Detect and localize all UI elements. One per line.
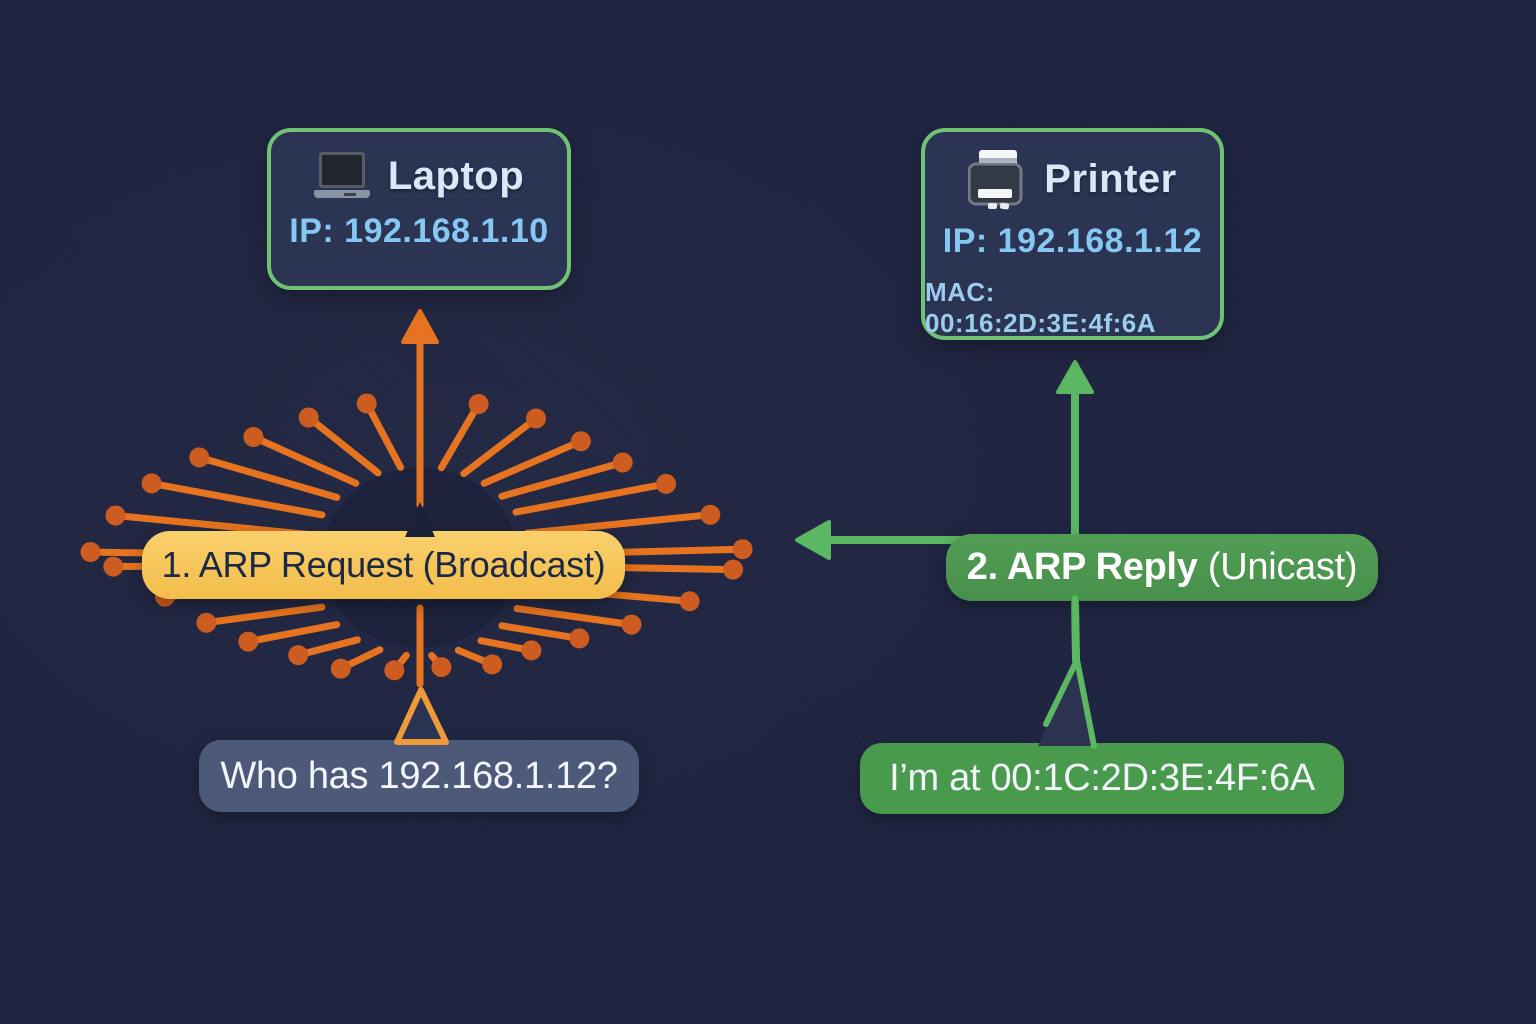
printer-node-box: Printer IP: 192.168.1.12 MAC: 00:16:2D:3… [921,128,1224,340]
arp-reply-message-bubble: I’m at 00:1C:2D:3E:4F:6A [860,743,1344,814]
broadcast-ray-dot [569,628,590,649]
broadcast-ray [498,459,627,500]
broadcast-ray-dot [482,654,503,675]
broadcast-ray-dot [723,559,744,580]
broadcast-ray [202,603,326,627]
reply-up-arrowhead [1056,360,1094,394]
broadcast-ray-dot [570,431,591,452]
broadcast-ray [305,414,382,477]
broadcast-ray [513,605,635,629]
arp-reply-message: I’m at 00:1C:2D:3E:4F:6A [889,757,1315,799]
printer-icon-foot-right [1000,202,1010,210]
broadcast-ray-dot [526,408,546,429]
broadcast-ray [294,636,361,659]
broadcast-ray-dot [431,657,452,678]
reply-bubble-caret-outline [1043,595,1097,749]
broadcast-ray-dot [679,591,700,612]
printer-icon [968,150,1023,210]
broadcast-ray-dot [384,660,405,681]
broadcast-ray [498,622,583,642]
arp-request-message-bubble: Who has 192.168.1.12? [199,740,639,812]
laptop-icon-touchpad [343,193,356,196]
broadcast-ray [363,400,405,471]
printer-icon-tray [978,189,1013,198]
broadcast-ray-dot [356,393,377,414]
broadcast-ray-dot [80,542,101,562]
broadcast-ray [249,433,360,487]
broadcast-ray-dot [238,631,259,652]
broadcast-ray [460,415,540,478]
broadcast-up-arrowhead [401,309,439,344]
laptop-icon-base [313,190,370,198]
broadcast-ray-dot [141,473,162,494]
broadcast-ray-dot [298,407,319,428]
arp-request-label-text: 1. ARP Request (Broadcast) [161,544,606,585]
reply-left-arrowhead [795,520,831,560]
broadcast-ray-dot [732,539,753,560]
request-pill-top-notch [405,502,435,537]
request-bubble-caret [394,687,449,745]
printer-ip: IP: 192.168.1.12 [942,222,1203,260]
broadcast-ray [195,453,341,501]
arp-request-label: 1. ARP Request (Broadcast) [142,531,625,599]
broadcast-ray-dot [189,447,210,468]
broadcast-ray-dot [243,427,264,447]
broadcast-ray-dot [468,394,489,414]
broadcast-ray [480,437,585,487]
arp-request-message: Who has 192.168.1.12? [220,754,618,797]
broadcast-ray [148,479,326,519]
broadcast-ray-dot [103,556,124,577]
broadcast-starburst [80,393,753,681]
arp-reply-label: 2. ARP Reply (Unicast) [946,534,1378,601]
broadcast-ray [244,621,341,646]
printer-icon-foot-left [988,203,998,209]
laptop-node-box: Laptop IP: 192.168.1.10 [267,128,571,290]
broadcast-ray-dot [288,645,309,666]
broadcast-ray [437,400,483,472]
broadcast-ray-dot [521,640,542,661]
broadcast-ray [523,511,714,537]
laptop-title-row: Laptop [313,152,525,200]
broadcast-ray-dot [612,452,633,473]
broadcast-ray-dot [330,658,351,679]
broadcast-ray-dot [700,504,721,525]
laptop-icon [313,152,370,200]
broadcast-ray-dot [656,473,677,494]
broadcast-ray-dot [196,612,217,633]
laptop-icon-screen [318,152,365,188]
broadcast-ray-dot [621,614,642,635]
arp-reply-label-rest: (Unicast) [1197,546,1358,588]
printer-mac: MAC: 00:16:2D:3E:4f:6A [925,277,1157,338]
printer-title-row: Printer [968,148,1176,210]
arp-reply-label-bold: 2. ARP Reply [966,546,1198,588]
laptop-ip: IP: 192.168.1.10 [289,212,549,250]
printer-icon-paper-line [979,158,1018,162]
broadcast-ray-dot [105,505,126,526]
broadcast-ray [512,480,670,516]
printer-title: Printer [1044,156,1177,201]
laptop-title: Laptop [387,153,525,198]
